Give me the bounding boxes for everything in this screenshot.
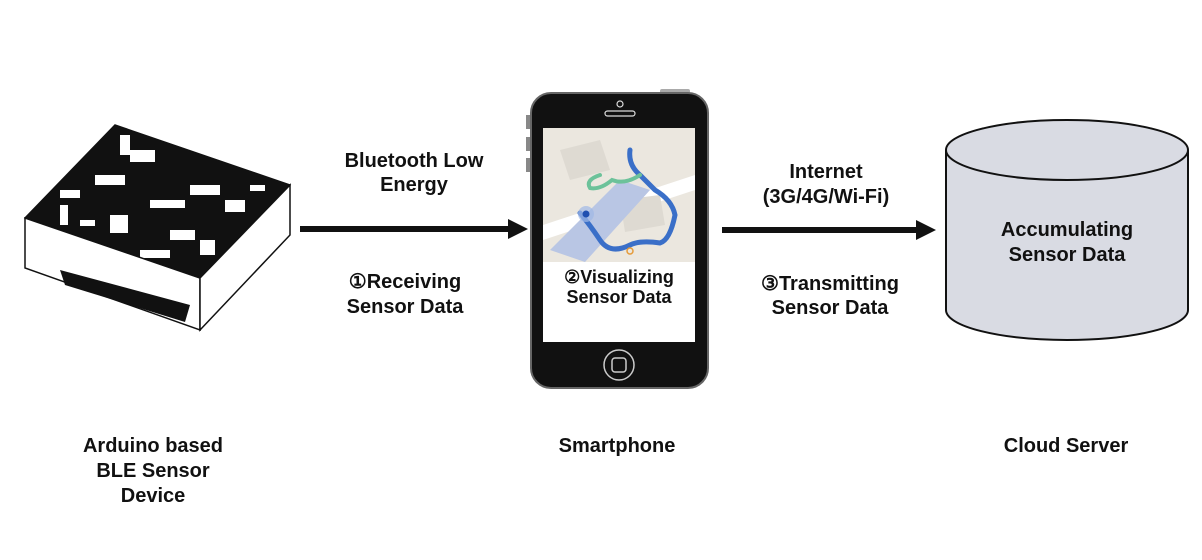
visualizing-label-2: Sensor Data: [566, 287, 672, 307]
internet-label-2: (3G/4G/Wi-Fi): [763, 186, 889, 208]
cloud-text-2: Sensor Data: [1009, 244, 1127, 266]
receiving-label-2: Sensor Data: [347, 296, 465, 318]
home-button: [603, 349, 635, 381]
transmitting-label-1: ③Transmitting: [761, 273, 899, 295]
visualizing-label-1: ②Visualizing: [564, 267, 674, 287]
cloud-database-cylinder: [945, 119, 1189, 341]
ble-label-2: Energy: [380, 174, 449, 196]
ble-arrow: [300, 219, 528, 239]
receiving-label-1: ①Receiving: [349, 271, 461, 293]
ble-sensor-device: [23, 124, 292, 332]
ble-label-1: Bluetooth Low: [345, 150, 484, 172]
device-caption-2: BLE Sensor: [96, 460, 210, 482]
device-caption-1: Arduino based: [83, 435, 223, 457]
cloud-caption: Cloud Server: [1004, 435, 1129, 457]
smartphone-caption: Smartphone: [559, 435, 676, 457]
smartphone: ②Visualizing Sensor Data: [526, 89, 709, 389]
cloud-text-1: Accumulating: [1001, 219, 1133, 241]
transmitting-label-2: Sensor Data: [772, 297, 890, 319]
internet-label-1: Internet: [789, 161, 863, 183]
internet-arrow: [722, 220, 936, 240]
map-view: [543, 128, 695, 262]
device-caption-3: Device: [121, 485, 186, 507]
